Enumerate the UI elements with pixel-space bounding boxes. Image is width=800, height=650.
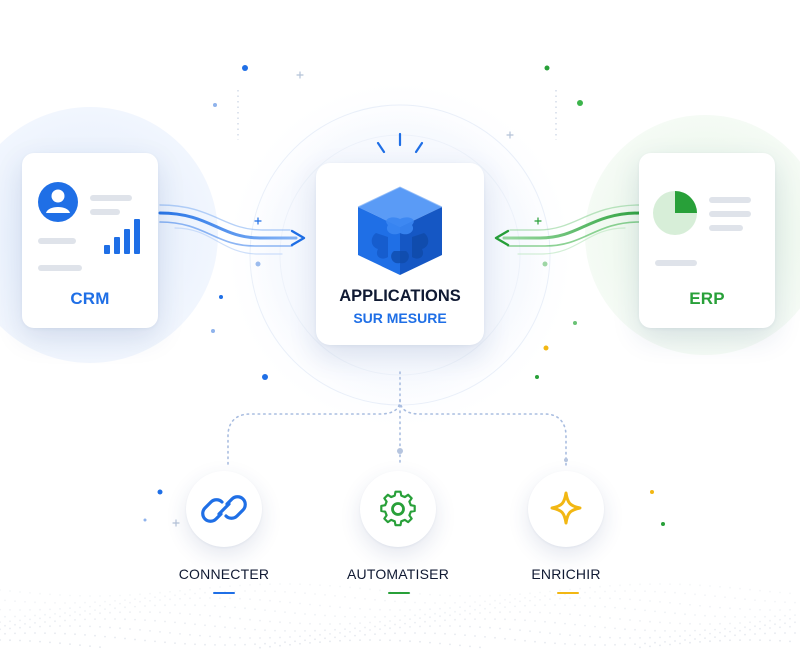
automatiser-node[interactable] [360,471,436,547]
erp-flow-connector [494,204,642,255]
erp-card[interactable]: ERP [639,153,775,328]
automatiser-label: AUTOMATISER [346,566,450,582]
connecter-underline [213,592,235,594]
bar-chart-icon [104,219,140,254]
applications-subtitle: SUR MESURE [353,310,447,326]
connecter-node[interactable] [186,471,262,547]
crm-flow-connector [158,204,306,255]
erp-label: ERP [689,289,725,308]
crm-label: CRM [70,289,110,308]
applications-card[interactable]: APPLICATIONS SUR MESURE [316,163,484,345]
burst-lines [376,132,424,154]
crm-illustration [38,182,140,271]
enrichir-label: ENRICHIR [531,566,601,582]
cube-puzzle-icon [357,186,443,275]
enrichir-underline [557,592,579,594]
feature-connectors [227,371,567,469]
crm-card[interactable]: CRM [22,153,158,328]
enrichir-node[interactable] [528,471,604,547]
connecter-label: CONNECTER [178,566,270,582]
sparkle-icon [550,491,582,525]
wave-dot-pattern [0,583,796,649]
decorative-dots [143,65,665,526]
decorative-plus-marks [172,71,542,527]
arrow-head-right-icon [290,229,306,247]
arrow-head-left-icon [494,229,510,247]
applications-title: APPLICATIONS [339,287,461,305]
gear-icon [380,490,416,527]
link-icon [201,495,247,523]
erp-illustration [653,191,751,266]
automatiser-underline [388,592,410,594]
pie-chart-icon [653,191,697,235]
